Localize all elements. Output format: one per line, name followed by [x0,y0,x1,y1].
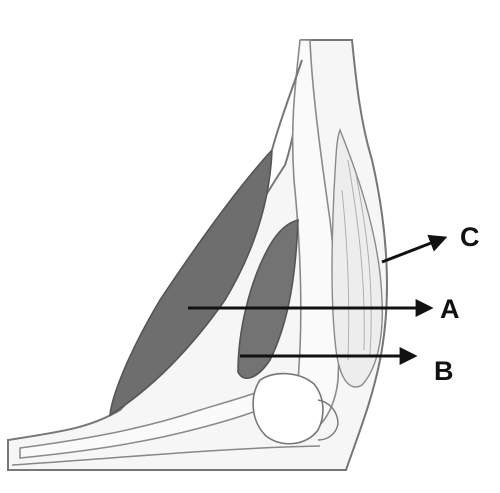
forearm-lower-line [11,445,321,466]
triceps-fibers [341,159,372,361]
label-c: C [460,222,480,252]
elbow-joint-bone [252,372,324,445]
biceps-tendon [271,59,303,151]
biceps-muscle [109,147,273,417]
label-b: B [434,356,454,386]
skin-edge [7,440,346,471]
arrow-c [381,234,448,264]
triceps-muscle [331,128,384,388]
brachialis-muscle [237,218,299,380]
label-a: A [440,294,460,324]
olecranon [317,399,339,441]
